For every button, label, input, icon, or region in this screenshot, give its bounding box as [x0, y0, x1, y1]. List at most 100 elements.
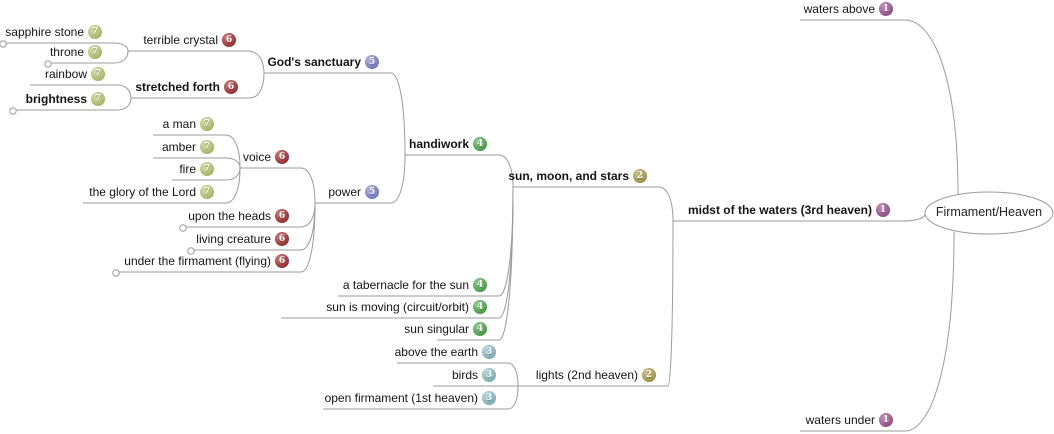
level-badge-1-icon: 1 — [879, 413, 893, 427]
level-badge-7-icon: 7 — [200, 117, 214, 131]
level-badge-6-icon: 6 — [224, 80, 238, 94]
edge-sapphire_stone — [0, 42, 129, 52]
node-label: power — [328, 185, 361, 199]
edge-stretched_forth — [131, 72, 265, 99]
node-voice[interactable]: voice 6 — [243, 148, 289, 166]
node-label: terrible crystal — [143, 33, 218, 47]
node-birds[interactable]: birds 3 — [452, 366, 496, 384]
level-badge-6-icon: 6 — [222, 33, 236, 47]
edge-under_firmament — [113, 202, 316, 273]
edge-terrible_crystal — [128, 50, 265, 74]
node-label: upon the heads — [188, 209, 271, 223]
node-label: fire — [179, 162, 196, 176]
level-badge-7-icon: 7 — [200, 162, 214, 176]
edge-midst — [673, 213, 926, 222]
node-rainbow[interactable]: rainbow 7 — [45, 65, 105, 83]
fold-handle-sapphire_stone[interactable] — [0, 40, 7, 48]
level-badge-7-icon: 7 — [91, 92, 105, 106]
fold-handle-throne[interactable] — [44, 60, 52, 68]
level-badge-2-icon: 2 — [642, 368, 656, 382]
level-badge-6-icon: 6 — [275, 254, 289, 268]
node-stretched_forth[interactable]: stretched forth 6 — [135, 78, 238, 96]
node-power[interactable]: power 5 — [328, 183, 379, 201]
edge-glory — [83, 167, 241, 204]
fold-handle-upon_heads[interactable] — [179, 224, 187, 232]
node-label: the glory of the Lord — [89, 185, 196, 199]
edge-rainbow — [30, 84, 132, 99]
root-node-ellipse[interactable] — [924, 191, 1054, 235]
edge-throne — [45, 50, 129, 64]
node-label: a tabernacle for the sun — [342, 278, 469, 292]
level-badge-3-icon: 3 — [482, 368, 496, 382]
level-badge-6-icon: 6 — [275, 150, 289, 164]
level-badge-6-icon: 6 — [275, 209, 289, 223]
node-upon_heads[interactable]: upon the heads 6 — [188, 207, 289, 225]
node-living_creature[interactable]: living creature 6 — [196, 230, 289, 248]
node-tabernacle[interactable]: a tabernacle for the sun 4 — [343, 276, 487, 294]
level-badge-4-icon: 4 — [473, 278, 487, 292]
edge-above_earth — [397, 362, 519, 387]
level-badge-5-icon: 5 — [365, 185, 379, 199]
node-sapphire_stone[interactable]: sapphire stone 7 — [5, 23, 102, 41]
node-fire[interactable]: fire 7 — [179, 160, 214, 178]
node-brightness[interactable]: brightness 7 — [26, 90, 105, 108]
node-label: living creature — [196, 232, 271, 246]
level-badge-4-icon: 4 — [473, 322, 487, 336]
node-label: sapphire stone — [5, 25, 84, 39]
node-label: a man — [162, 117, 196, 131]
edge-brightness — [10, 97, 132, 111]
node-throne[interactable]: throne 7 — [50, 43, 102, 61]
node-a_man[interactable]: a man 7 — [163, 115, 214, 133]
node-under_firmament[interactable]: under the firmament (flying)6 — [124, 252, 289, 270]
node-terrible_crystal[interactable]: terrible crystal 6 — [143, 31, 236, 49]
node-sun_moving[interactable]: sun is moving (circuit/orbit) 4 — [326, 298, 487, 316]
level-badge-1-icon: 1 — [876, 203, 890, 217]
level-badge-7-icon: 7 — [91, 67, 105, 81]
level-badge-3-icon: 3 — [482, 345, 496, 359]
level-badge-1-icon: 1 — [879, 2, 893, 16]
node-label: rainbow — [44, 67, 87, 81]
level-badge-4-icon: 4 — [473, 137, 487, 151]
node-midst[interactable]: midst of the waters (3rd heaven) 1 — [688, 201, 890, 219]
node-label: lights (2nd heaven) — [535, 368, 638, 382]
edge-a_man — [153, 134, 241, 169]
node-label: waters under — [805, 413, 875, 427]
fold-handle-under_firmament[interactable] — [112, 269, 120, 277]
level-badge-4-icon: 4 — [473, 300, 487, 314]
edge-power — [315, 154, 406, 204]
node-label: midst of the waters (3rd heaven) — [687, 203, 872, 217]
edge-handiwork — [405, 154, 514, 188]
node-label: stretched forth — [135, 80, 220, 94]
node-label: sun is moving (circuit/orbit) — [326, 300, 469, 314]
node-label: sun, moon, and stars — [508, 169, 629, 183]
edge-sun_singular — [437, 186, 514, 341]
level-badge-7-icon: 7 — [88, 45, 102, 59]
edge-open_firmament — [323, 385, 519, 410]
level-badge-3-icon: 3 — [482, 391, 496, 405]
node-waters_under[interactable]: waters under 1 — [806, 411, 893, 429]
node-label: handiwork — [408, 137, 469, 151]
root-node-label[interactable]: Firmament/Heaven — [935, 205, 1043, 219]
node-label: throne — [49, 45, 84, 59]
node-lights[interactable]: lights (2nd heaven) 2 — [536, 366, 656, 384]
edge-gods_sanctuary — [264, 72, 406, 156]
level-badge-6-icon: 6 — [275, 232, 289, 246]
node-label: brightness — [25, 92, 87, 106]
node-label: voice — [242, 150, 271, 164]
fold-handle-brightness[interactable] — [9, 107, 17, 115]
fold-handle-living_creature[interactable] — [187, 247, 195, 255]
level-badge-7-icon: 7 — [88, 25, 102, 39]
node-handiwork[interactable]: handiwork 4 — [409, 135, 487, 153]
node-open_firmament[interactable]: open firmament (1st heaven)3 — [325, 389, 496, 407]
node-label: amber — [161, 140, 196, 154]
node-label: birds — [451, 368, 478, 382]
